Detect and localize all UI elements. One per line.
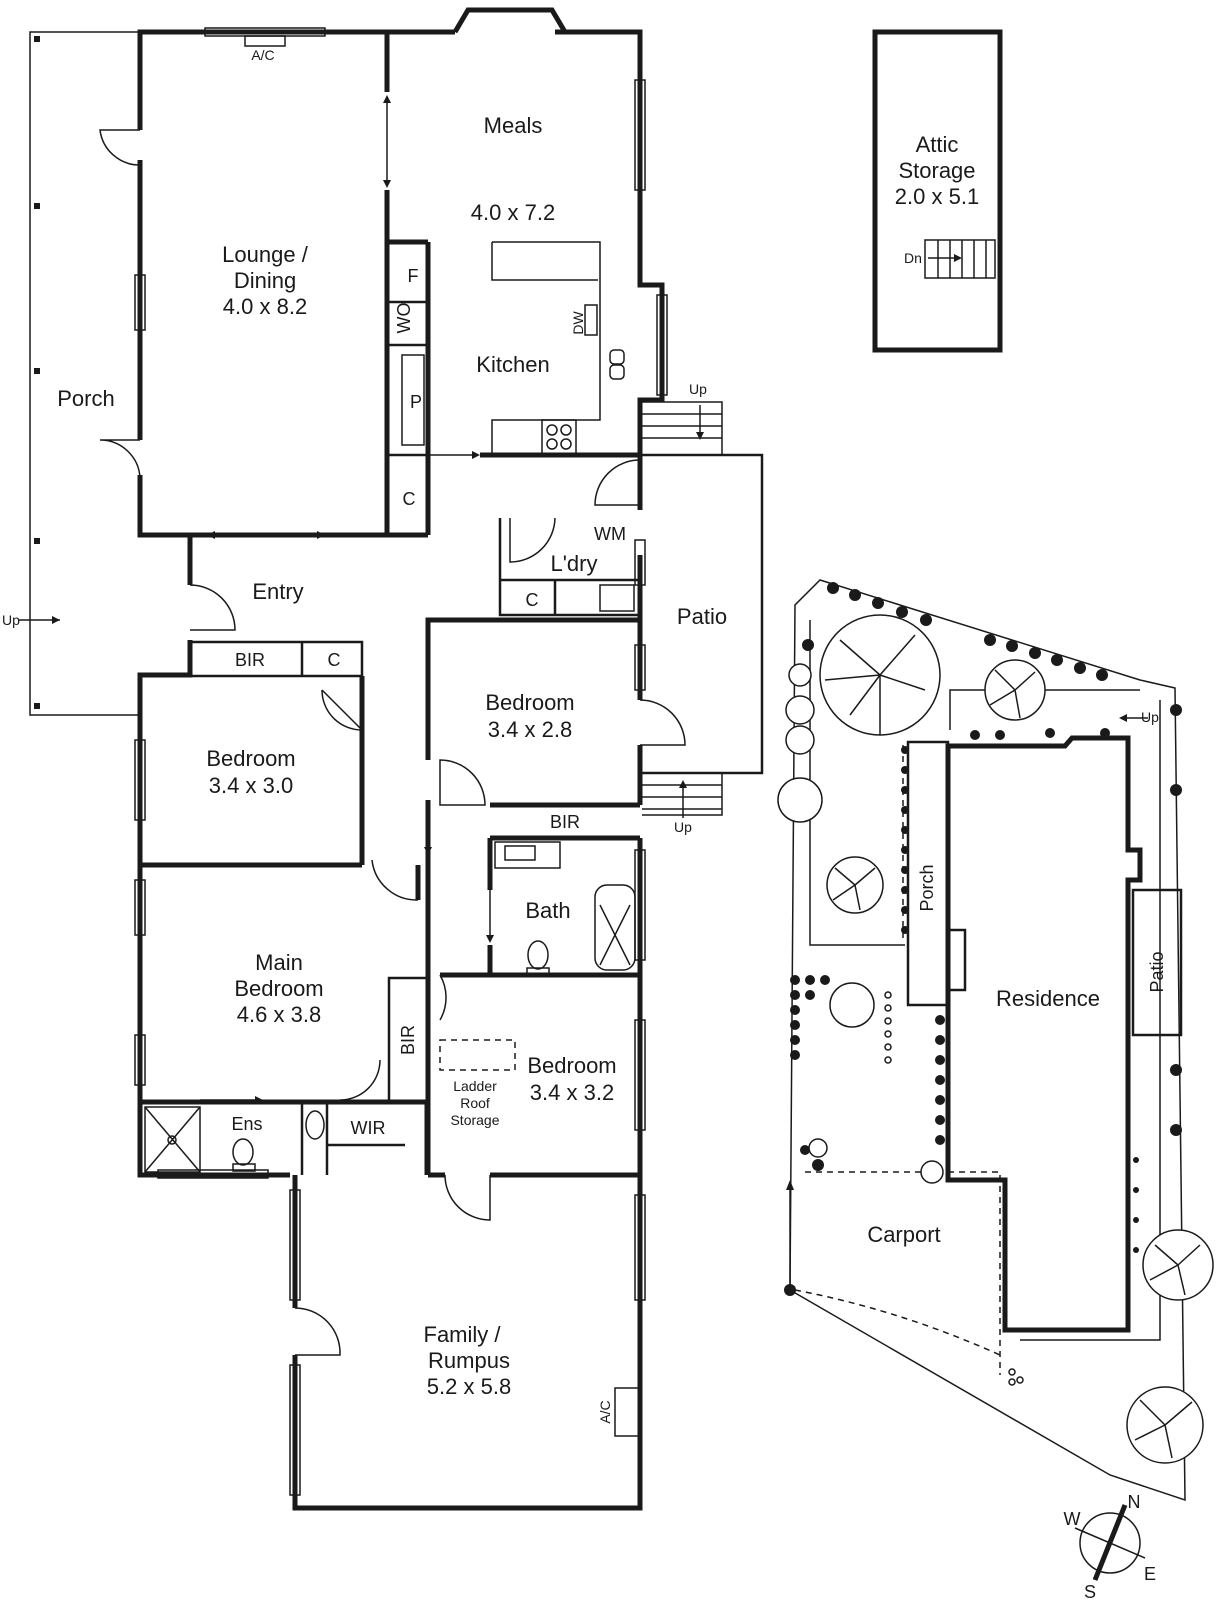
wir-label: WIR xyxy=(351,1118,386,1138)
laundry-label: L'dry xyxy=(551,551,598,576)
ladder-label-3: Storage xyxy=(450,1112,499,1128)
main-bedroom-dim: 4.6 x 3.8 xyxy=(237,1002,321,1027)
bedroom4-label: Bedroom xyxy=(527,1053,616,1078)
meals-dim: 4.0 x 7.2 xyxy=(471,200,555,225)
fridge-label: F xyxy=(408,266,419,286)
compass-n: N xyxy=(1128,1492,1141,1512)
porch-area xyxy=(18,31,138,716)
ensuite-fixtures xyxy=(144,1106,325,1173)
bedroom2-dim: 3.4 x 2.8 xyxy=(488,717,572,742)
attic-down-label: Dn xyxy=(904,250,922,266)
windows xyxy=(134,27,668,1496)
wall-oven-label: WO xyxy=(394,303,414,334)
washing-machine-label: WM xyxy=(594,524,626,544)
bedroom2-label: Bedroom xyxy=(485,690,574,715)
hall-bir-label: BIR xyxy=(235,650,265,670)
ensuite-label: Ens xyxy=(231,1114,262,1134)
site-carport-label: Carport xyxy=(867,1222,940,1247)
ladder-roof-storage xyxy=(439,1039,516,1071)
patio-up-label-bottom: Up xyxy=(674,819,692,835)
family-dim: 5.2 x 5.8 xyxy=(427,1374,511,1399)
compass-w: W xyxy=(1064,1509,1081,1529)
lounge-label-1: Lounge / xyxy=(222,242,309,267)
porch-label: Porch xyxy=(57,386,114,411)
site-up-label: Up xyxy=(1141,709,1159,725)
pantry-label: P xyxy=(410,392,422,412)
main-bedroom-label-1: Main xyxy=(255,950,303,975)
ac-family-label: A/C xyxy=(597,1400,613,1423)
kitchen-cupboard-label: C xyxy=(403,489,416,509)
family-label-2: Rumpus xyxy=(428,1348,510,1373)
patio xyxy=(640,401,764,818)
family-ac-unit xyxy=(614,1387,640,1437)
ladder-label-1: Ladder xyxy=(453,1078,497,1094)
attic-label-1: Attic xyxy=(916,132,959,157)
bedroom4-dim: 3.4 x 3.2 xyxy=(530,1080,614,1105)
porch-up-label: Up xyxy=(2,612,20,628)
site-patio-label: Patio xyxy=(1147,951,1167,992)
site-plan xyxy=(777,579,1214,1502)
site-porch-label: Porch xyxy=(917,864,937,911)
patio-label: Patio xyxy=(677,604,727,629)
kitchen-fixtures xyxy=(244,35,625,455)
main-bedroom-label-2: Bedroom xyxy=(234,976,323,1001)
compass-e: E xyxy=(1144,1564,1156,1584)
attic-dim: 2.0 x 5.1 xyxy=(895,184,979,209)
bath-bir-label: BIR xyxy=(550,812,580,832)
bedroom3-label: Bedroom xyxy=(206,746,295,771)
site-residence-label: Residence xyxy=(996,986,1100,1011)
main-bir-label: BIR xyxy=(398,1025,418,1055)
laundry-trough xyxy=(599,584,635,612)
doors xyxy=(99,95,686,1356)
attic-label-2: Storage xyxy=(898,158,975,183)
compass-s: S xyxy=(1084,1582,1096,1600)
family-label-1: Family / xyxy=(424,1322,502,1347)
compass-icon xyxy=(1074,1504,1146,1581)
laundry-cupboard-label: C xyxy=(526,590,539,610)
entry-label: Entry xyxy=(252,579,303,604)
lounge-label-2: Dining xyxy=(234,268,296,293)
attic-storage xyxy=(872,29,1003,353)
ac-top-label: A/C xyxy=(251,47,274,63)
dishwasher-label: DW xyxy=(570,311,586,335)
bedroom3-dim: 3.4 x 3.0 xyxy=(209,773,293,798)
ladder-label-2: Roof xyxy=(460,1095,490,1111)
kitchen-label: Kitchen xyxy=(476,352,549,377)
hall-cupboard-label: C xyxy=(328,650,341,670)
bath-fixtures xyxy=(494,841,636,976)
patio-up-label-top: Up xyxy=(689,381,707,397)
house-walls xyxy=(137,7,665,1511)
bath-label: Bath xyxy=(525,898,570,923)
meals-label: Meals xyxy=(484,113,543,138)
lounge-dim: 4.0 x 8.2 xyxy=(223,294,307,319)
